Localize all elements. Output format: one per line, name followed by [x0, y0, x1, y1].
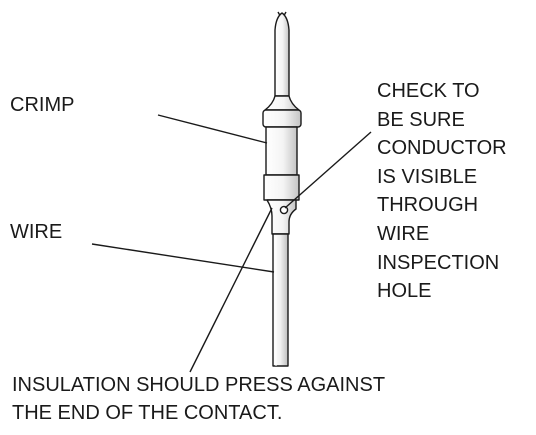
contact-pin: [274, 12, 290, 97]
wire-insulation: [272, 233, 289, 367]
wire-label: WIRE: [10, 221, 63, 243]
inspection-note: CHECK TO BE SURE CONDUCTOR IS VISIBLE TH…: [377, 77, 507, 306]
insulation-note-line: INSULATION SHOULD PRESS AGAINST: [12, 374, 386, 396]
insulation-note-line: THE END OF THE CONTACT.: [12, 402, 283, 424]
crimp-label: CRIMP: [10, 94, 75, 116]
inspection-note-line: BE SURE: [377, 108, 465, 131]
inspection-note-line: IS VISIBLE: [377, 165, 478, 188]
insulation-note: INSULATION SHOULD PRESS AGAINST THE END …: [12, 371, 385, 427]
inspection-leader-line: [284, 131, 372, 209]
inspection-note-line: WIRE: [377, 222, 430, 245]
crimp-leader-line: [157, 114, 268, 144]
contact-shoulder: [264, 95, 300, 111]
inspection-note-line: CHECK TO: [377, 80, 480, 102]
inspection-note-line: CONDUCTOR: [377, 137, 507, 160]
inspection-note-line: HOLE: [377, 280, 432, 303]
contact-collar: [262, 109, 302, 128]
wire-leader-line: [91, 243, 275, 273]
barrel-band: [263, 174, 300, 201]
inspection-note-line: INSPECTION: [377, 251, 500, 274]
contact-end: [266, 199, 297, 235]
inspection-note-line: THROUGH: [377, 194, 479, 217]
crimp-barrel: [265, 126, 298, 176]
insulation-leader-line: [189, 207, 273, 373]
